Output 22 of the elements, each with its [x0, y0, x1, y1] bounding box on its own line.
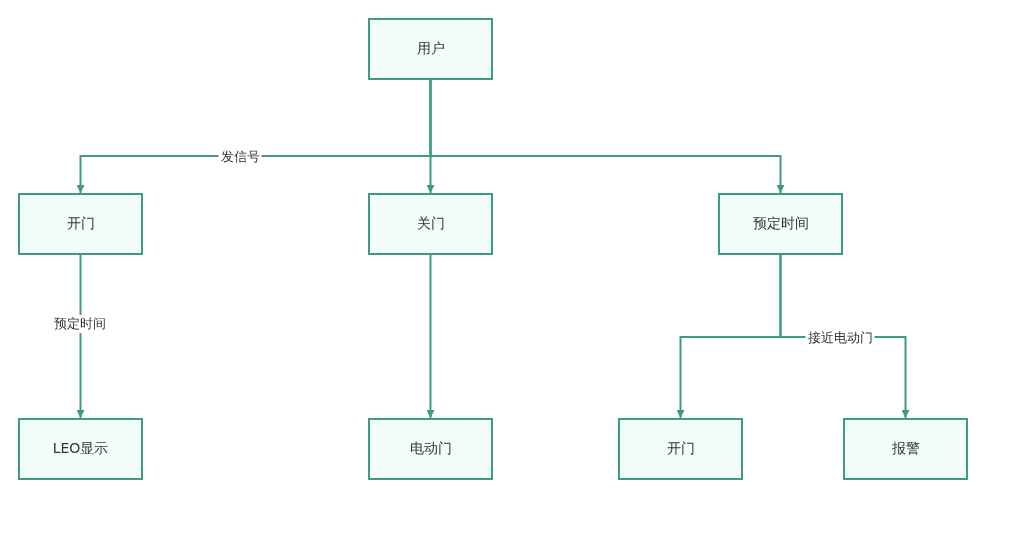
- node-label: 开门: [666, 440, 695, 458]
- edge-label: 预定时间: [52, 315, 108, 333]
- process-box: [18, 193, 143, 255]
- node-label: 预定时间: [752, 215, 809, 233]
- process-box: [368, 418, 493, 480]
- connector-arrow: [429, 79, 785, 194]
- process-box: [18, 418, 143, 480]
- connector-arrow: [76, 254, 85, 419]
- connector-arrow: [426, 254, 435, 419]
- process-box: [718, 193, 843, 255]
- node-label: 关门: [416, 215, 445, 233]
- edge-label: 接近电动门: [805, 329, 875, 347]
- process-box: [618, 418, 743, 480]
- node-label: 报警: [891, 440, 920, 458]
- process-box: [368, 193, 493, 255]
- process-box: [368, 18, 493, 80]
- node-label: 电动门: [409, 440, 452, 458]
- node-label: 开门: [66, 215, 95, 233]
- edge-label: 发信号: [218, 148, 262, 166]
- node-label: LEO显示: [52, 440, 109, 458]
- node-label: 用户: [416, 40, 445, 58]
- process-box: [843, 418, 968, 480]
